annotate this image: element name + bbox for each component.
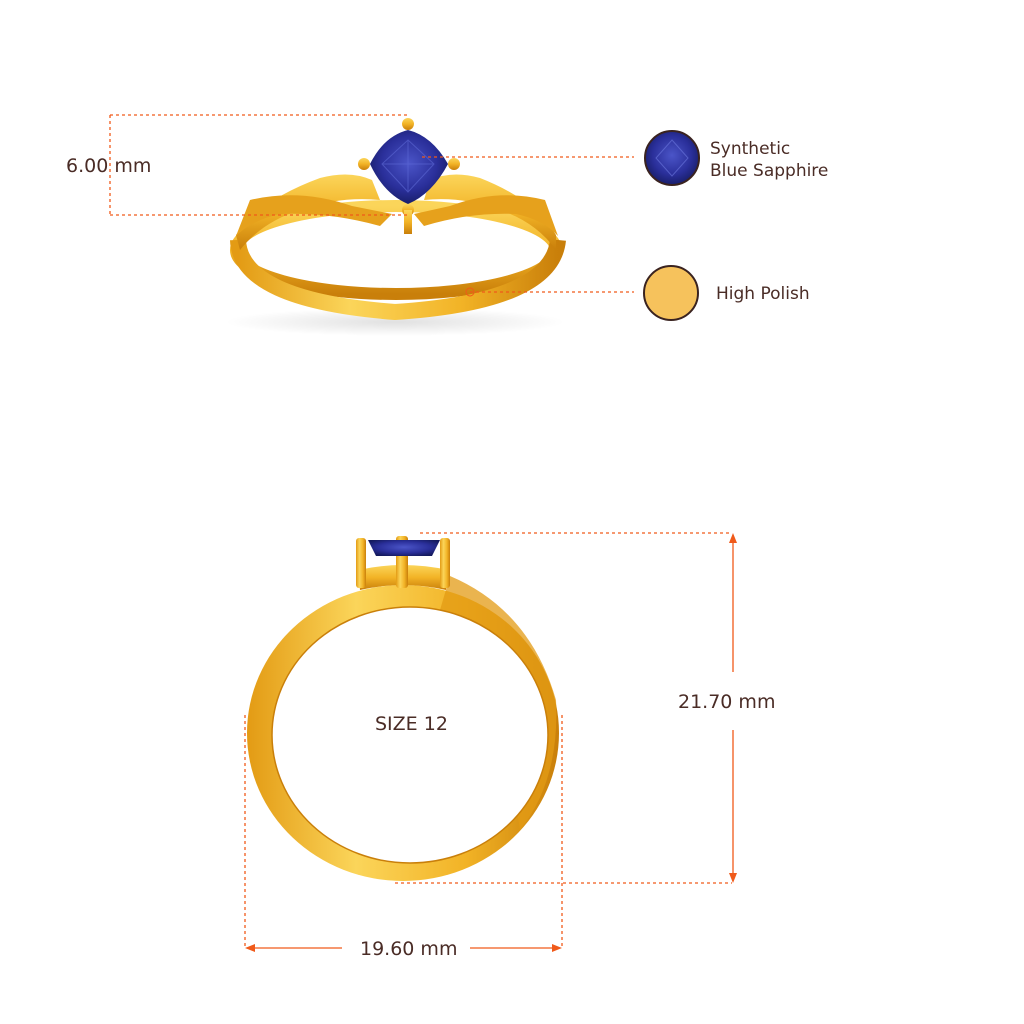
- top-view-ring: [225, 118, 566, 336]
- front-width-label: 19.60 mm: [360, 938, 457, 960]
- ring-twist-left: [236, 174, 380, 250]
- stone-label-line1: Synthetic: [710, 139, 790, 159]
- sapphire-facets: [381, 139, 435, 193]
- ring-inner-rim: [271, 606, 549, 864]
- front-height-label: 21.70 mm: [678, 691, 775, 713]
- setting-prong-right: [440, 538, 450, 588]
- blue-sapphire-swatch-icon: [644, 130, 700, 186]
- gold-polish-swatch-icon: [643, 265, 699, 321]
- ring-twist-left-lower: [236, 195, 392, 236]
- prong-left: [358, 158, 370, 170]
- ring-size-label: SIZE 12: [375, 713, 448, 735]
- prong-top: [402, 118, 414, 130]
- prong-bottom-post: [404, 210, 412, 234]
- sapphire-swatch-facets: [655, 139, 689, 177]
- front-sapphire-stone: [368, 540, 440, 556]
- front-width-dimension: 19.60 mm: [244, 715, 563, 960]
- stone-legend: Synthetic Blue Sapphire: [644, 130, 828, 186]
- front-height-dimension: 21.70 mm: [395, 532, 775, 884]
- ring-shadow: [225, 308, 565, 336]
- prong-right: [448, 158, 460, 170]
- setting-prong-left: [356, 538, 366, 588]
- top-height-label: 6.00 mm: [66, 155, 151, 177]
- ring-band-front: [230, 238, 566, 321]
- ring-inner-hole: [272, 607, 548, 863]
- finish-label: High Polish: [716, 284, 810, 304]
- ring-band-back: [230, 200, 562, 300]
- ring-twist-right-lower: [414, 195, 558, 236]
- finish-leader-dot: [465, 287, 475, 297]
- sapphire-stone: [370, 130, 448, 204]
- stone-label-line2: Blue Sapphire: [710, 161, 828, 181]
- finish-legend: High Polish: [643, 265, 810, 321]
- top-height-dimension: 6.00 mm: [66, 114, 410, 216]
- ring-twist-right: [424, 174, 556, 250]
- front-view-ring: SIZE 12: [247, 536, 559, 881]
